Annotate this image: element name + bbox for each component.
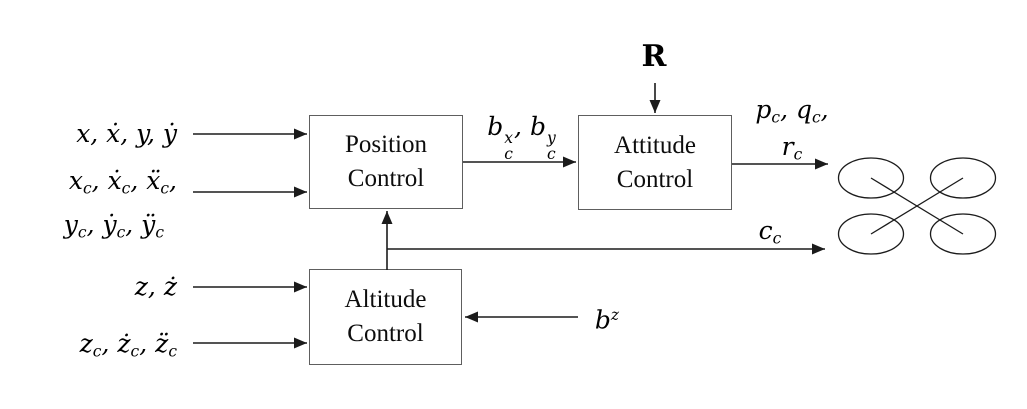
- rotor-bottom-left: [837, 213, 905, 255]
- quadrotor-arm-1: [870, 177, 964, 235]
- input-label-position-state: x, ẋ, y, ẏ: [76, 119, 177, 148]
- input-label-altitude-command: zc, żc, z̈c: [79, 329, 177, 361]
- rotor-bottom-right: [929, 213, 997, 255]
- position-control-label-line2: Control: [347, 165, 425, 192]
- attitude-control-label-line2: Control: [616, 165, 694, 193]
- quadrotor-arm-2: [870, 177, 964, 235]
- altitude-control-block: Altitude Control: [309, 269, 462, 365]
- signal-label-body-rates-line2: rc: [781, 132, 803, 164]
- input-label-altitude-state: z, ż: [134, 272, 177, 301]
- input-label-position-command-line2: yc, ẏc, ÿc: [63, 210, 164, 242]
- position-control-label-line1: Position: [345, 131, 427, 158]
- position-control-block: Position Control: [309, 115, 463, 209]
- attitude-control-label-line1: Attitude: [614, 131, 696, 159]
- signal-label-collective-thrust: cc: [758, 216, 782, 248]
- rotor-top-right: [929, 157, 997, 199]
- input-label-position-command-line1: xc, ẋc, ẍc,: [68, 166, 177, 198]
- attitude-control-block: Attitude Control: [578, 115, 732, 210]
- altitude-control-label-line2: Control: [347, 320, 424, 347]
- quadrotor-icon: [837, 157, 997, 255]
- altitude-control-label-line1: Altitude: [344, 286, 427, 313]
- signal-label-b-z-input: bz: [594, 305, 620, 335]
- signal-label-rotation-matrix: R: [641, 39, 667, 74]
- signal-label-body-rates-line1: pc, qc,: [755, 95, 829, 127]
